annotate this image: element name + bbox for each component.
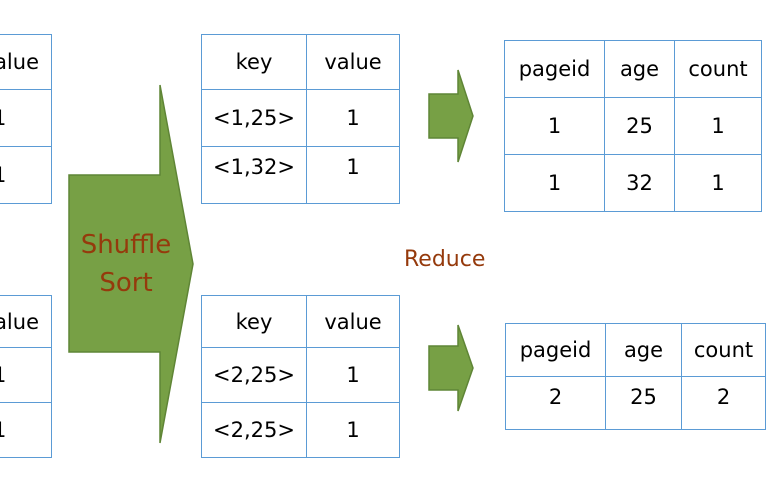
table-cell: 2: [681, 376, 766, 430]
middle-table-top: key value <1,25> 1 <1,32> 1: [201, 34, 400, 204]
table-cell: 1: [0, 89, 52, 147]
table-header-row: alue: [0, 295, 52, 348]
table-cell: 1: [674, 154, 762, 212]
table-cell: 1: [0, 347, 52, 403]
result-table-bottom: pageid age count 2 25 2: [505, 323, 766, 430]
table-row: <2,25> 1: [201, 402, 400, 458]
table-cell: <2,25>: [201, 402, 307, 458]
table-row: 1: [0, 146, 52, 204]
header-cell: alue: [0, 34, 52, 90]
header-cell: alue: [0, 295, 52, 348]
header-cell-age: age: [605, 323, 682, 377]
header-cell-age: age: [604, 40, 675, 98]
table-cell: 32: [604, 154, 675, 212]
left-table-top: alue 1 1: [0, 34, 52, 204]
middle-table-bottom: key value <2,25> 1 <2,25> 1: [201, 295, 400, 458]
table-row: 2 25 2: [505, 376, 766, 430]
header-cell-key: key: [201, 34, 307, 90]
reduce-arrow-bottom: [428, 324, 474, 412]
table-row: <2,25> 1: [201, 347, 400, 403]
table-row: <1,32> 1: [201, 146, 400, 204]
header-cell-count: count: [681, 323, 766, 377]
table-cell: 1: [306, 89, 400, 147]
table-header-row: pageid age count: [504, 40, 762, 98]
table-cell: <1,25>: [201, 89, 307, 147]
table-header-row: pageid age count: [505, 323, 766, 377]
header-cell-count: count: [674, 40, 762, 98]
table-cell: 1: [0, 402, 52, 458]
shuffle-sort-label: Shuffle Sort: [63, 226, 189, 302]
table-cell: <1,32>: [201, 146, 307, 204]
reduce-arrow-top: [428, 69, 474, 163]
table-header-row: key value: [201, 34, 400, 90]
table-cell: 25: [605, 376, 682, 430]
table-cell: 1: [0, 146, 52, 204]
table-row: <1,25> 1: [201, 89, 400, 147]
header-cell-pageid: pageid: [505, 323, 606, 377]
header-cell-value: value: [306, 295, 400, 348]
table-row: 1 25 1: [504, 97, 762, 155]
table-row: 1: [0, 402, 52, 458]
shuffle-label-line1: Shuffle: [80, 230, 172, 260]
table-header-row: key value: [201, 295, 400, 348]
table-cell: 1: [306, 347, 400, 403]
table-cell: <2,25>: [201, 347, 307, 403]
table-cell: 1: [306, 146, 400, 204]
table-cell: 1: [504, 154, 605, 212]
result-table-top: pageid age count 1 25 1 1 32 1: [504, 40, 762, 212]
table-row: 1 32 1: [504, 154, 762, 212]
shuffle-label-line2: Sort: [99, 268, 153, 298]
shuffle-sort-arrow: [68, 84, 194, 444]
left-table-bottom: alue 1 1: [0, 295, 52, 458]
header-cell-pageid: pageid: [504, 40, 605, 98]
table-row: 1: [0, 347, 52, 403]
table-cell: 1: [674, 97, 762, 155]
header-cell-key: key: [201, 295, 307, 348]
table-cell: 2: [505, 376, 606, 430]
table-header-row: alue: [0, 34, 52, 90]
header-cell-value: value: [306, 34, 400, 90]
table-cell: 1: [504, 97, 605, 155]
table-cell: 25: [604, 97, 675, 155]
table-cell: 1: [306, 402, 400, 458]
reduce-label: Reduce: [404, 247, 486, 272]
table-row: 1: [0, 89, 52, 147]
